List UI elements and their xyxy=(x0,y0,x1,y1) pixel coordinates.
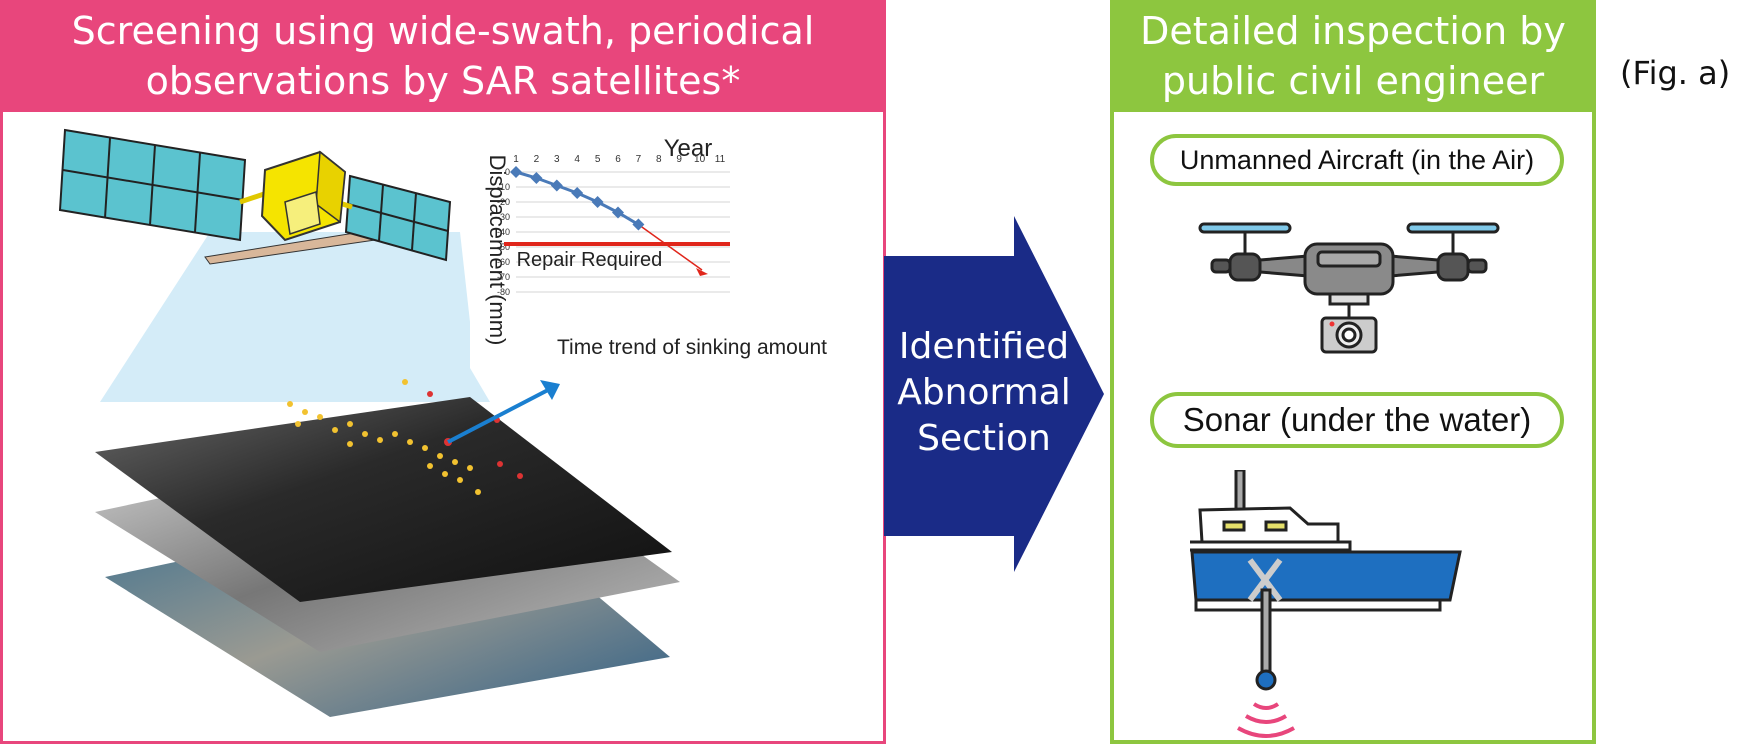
chart-y-tick-label: -70 xyxy=(497,272,510,282)
right-panel-header xyxy=(1110,0,1596,112)
chart-x-tick-label: 10 xyxy=(694,154,706,165)
chart-y-tick-label: -30 xyxy=(497,212,510,222)
displacement-points xyxy=(287,379,523,495)
chart-x-tick-label: 9 xyxy=(676,154,682,165)
arrow-label: Identified Abnormal Section xyxy=(884,324,1084,462)
chart-x-tick-label: 1 xyxy=(513,154,519,165)
chart-data-point xyxy=(550,179,563,192)
sar-illustration xyxy=(58,128,680,717)
chart-x-tick-label: 6 xyxy=(615,154,621,165)
repair-threshold-label: Repair Required xyxy=(517,249,663,271)
chart-x-tick-label: 4 xyxy=(574,154,580,165)
left-title-line2: observations by SAR satellites* xyxy=(145,59,741,103)
chart-y-axis-label: Displacement (mm) xyxy=(485,155,510,346)
flow-arrow-shape xyxy=(884,216,1104,572)
chart-x-axis-label: Time trend of sinking amount xyxy=(557,336,827,359)
chart-x-tick-label: 8 xyxy=(656,154,662,165)
satellite-icon xyxy=(58,128,452,265)
chart-data-point xyxy=(510,166,522,178)
trend-projection-line xyxy=(637,223,703,271)
sonar-waves xyxy=(1237,702,1295,738)
chart-y-ticks: 0 -10 -20 -30 -40 -50 -60 -70 -80 xyxy=(497,167,510,297)
chart-data-point xyxy=(530,172,543,184)
chart-y-tick-label: -50 xyxy=(497,242,510,252)
chart-data-point xyxy=(612,206,624,219)
left-panel-header xyxy=(0,0,886,112)
chart-x-tick-label: 3 xyxy=(554,154,560,165)
arrow-label-line1: Identified xyxy=(898,326,1070,367)
right-panel-title: Detailed inspection by public civil engi… xyxy=(1110,6,1596,106)
displacement-chart: Year Displacement (mm) Time trend of sin… xyxy=(485,135,827,359)
radar-beam xyxy=(100,232,490,402)
sar-layer-dark xyxy=(95,397,672,602)
flow-arrow xyxy=(884,216,1104,572)
right-title-line2: public civil engineer xyxy=(1161,59,1545,103)
sonar-label-pill: Sonar (under the water) xyxy=(1150,392,1564,448)
chart-y-tick-label: 0 xyxy=(505,167,510,177)
displacement-series-points xyxy=(510,166,645,231)
chart-grid xyxy=(516,171,730,293)
aircraft-label-pill: Unmanned Aircraft (in the Air) xyxy=(1150,134,1564,186)
chart-x-tick-label: 11 xyxy=(715,154,726,165)
arrow-label-line3: Section xyxy=(917,418,1051,459)
callout-arrow-head xyxy=(540,380,560,400)
callout-arrow-line xyxy=(447,388,549,444)
chart-data-point xyxy=(632,218,645,231)
chart-y-tick-label: -60 xyxy=(497,257,510,267)
chart-x-tick-label: 7 xyxy=(636,154,642,165)
sonar-boat-icon xyxy=(1190,470,1462,738)
sonar-label: Sonar (under the water) xyxy=(1182,401,1532,438)
left-panel-title: Screening using wide-swath, periodical o… xyxy=(0,6,886,106)
chart-x-ticks: 1 2 3 4 5 6 7 8 9 10 11 xyxy=(513,154,725,165)
chart-title: Year xyxy=(664,135,713,162)
right-title-line1: Detailed inspection by xyxy=(1140,9,1566,53)
left-title-line1: Screening using wide-swath, periodical xyxy=(71,9,815,53)
chart-x-tick-label: 2 xyxy=(534,154,540,165)
figure-label: (Fig. a) xyxy=(1620,54,1731,92)
chart-background xyxy=(470,120,770,360)
arrow-label-line2: Abnormal xyxy=(897,372,1071,413)
chart-data-point xyxy=(571,187,584,199)
chart-x-tick-label: 5 xyxy=(595,154,601,165)
chart-y-tick-label: -20 xyxy=(497,197,510,207)
aircraft-label: Unmanned Aircraft (in the Air) xyxy=(1179,145,1535,175)
trend-projection-arrowhead xyxy=(696,268,708,276)
chart-y-tick-label: -40 xyxy=(497,227,510,237)
chart-y-tick-label: -10 xyxy=(497,182,510,192)
chart-data-point xyxy=(591,196,604,208)
drone-icon xyxy=(1198,222,1500,354)
right-panel xyxy=(1110,0,1596,744)
chart-y-tick-label: -80 xyxy=(497,287,510,297)
